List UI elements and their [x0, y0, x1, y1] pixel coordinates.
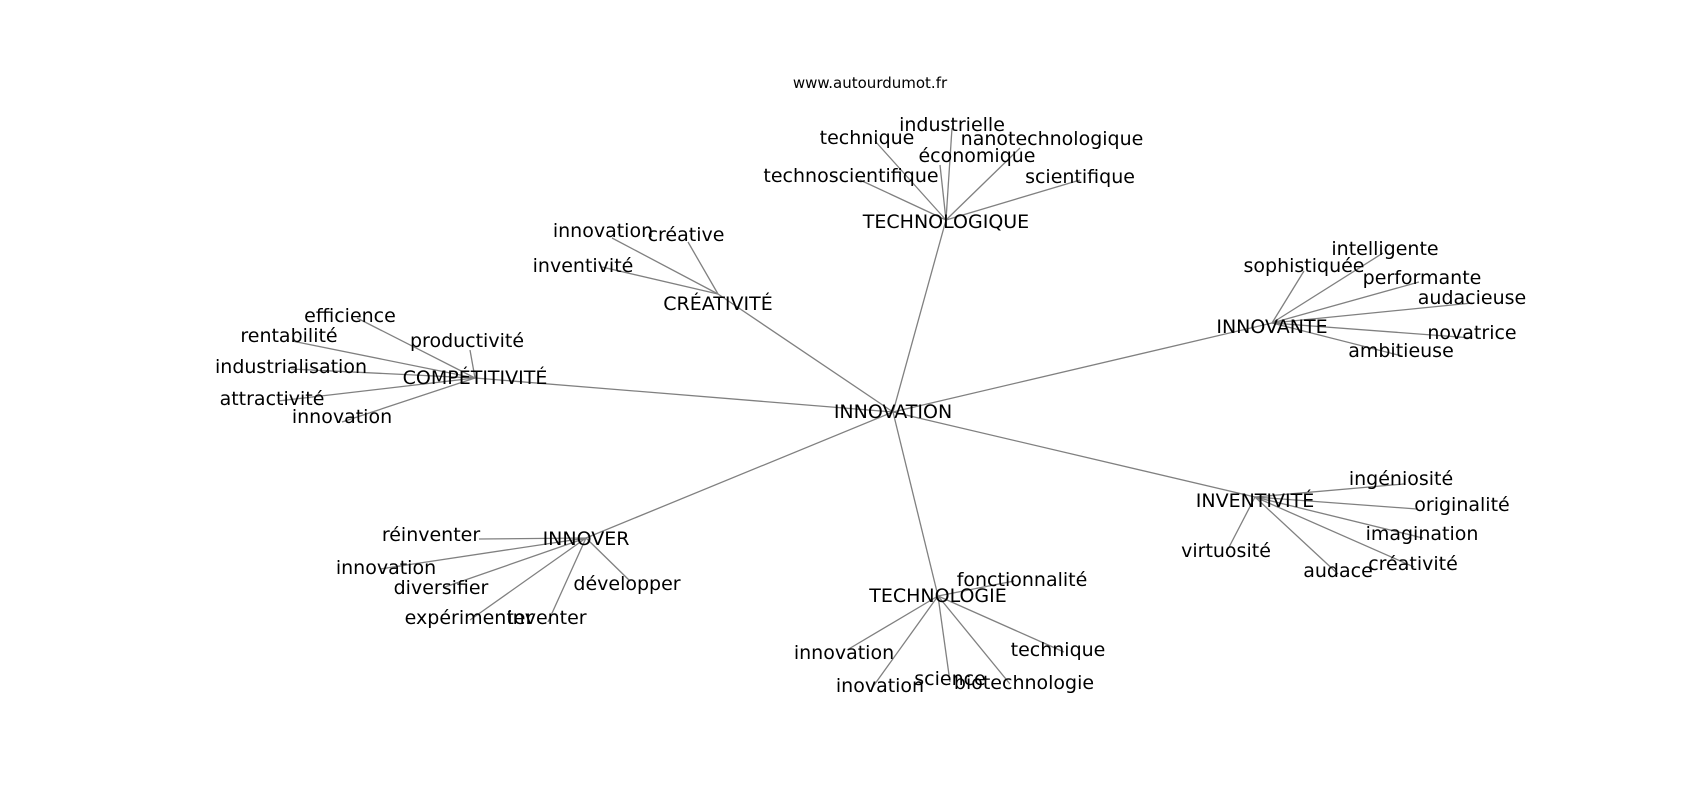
word-node-creativite-1[interactable]: créative — [648, 224, 725, 246]
edge-technologie-3 — [871, 595, 939, 689]
word-node-inventivite-0[interactable]: ingéniosité — [1349, 468, 1453, 490]
word-node-innovante-2[interactable]: performante — [1363, 267, 1482, 289]
edge-creativite-0 — [611, 237, 719, 295]
word-node-innover-4[interactable]: expérimenter — [405, 607, 534, 629]
word-node-inventivite-5[interactable]: audace — [1303, 560, 1373, 582]
word-node-innovante-0[interactable]: intelligente — [1331, 238, 1438, 260]
edge-hub-competitivite — [474, 377, 894, 413]
word-node-technologie-2[interactable]: technique — [1011, 639, 1106, 661]
edge-technologique-4 — [859, 179, 947, 221]
edge-technologique-5 — [945, 179, 1081, 221]
word-node-innover-3[interactable]: développer — [573, 573, 680, 595]
word-node-innovante-3[interactable]: audacieuse — [1418, 287, 1526, 309]
edge-innovante-2 — [1271, 281, 1420, 324]
word-node-innovante-5[interactable]: ambitieuse — [1348, 340, 1454, 362]
hub-node-label[interactable]: INNOVATION — [834, 401, 952, 423]
edge-innovante-4 — [1271, 322, 1473, 339]
word-node-technologique-0[interactable]: industrielle — [899, 114, 1005, 136]
edge-technologie-1 — [846, 595, 939, 651]
group-node-innovante[interactable]: INNOVANTE — [1216, 316, 1327, 338]
edge-inventivite-1 — [1254, 496, 1418, 510]
edge-creativite-2 — [601, 266, 719, 295]
word-node-technologie-4[interactable]: science — [914, 668, 986, 690]
edge-technologie-2 — [937, 595, 1065, 653]
word-node-technologique-2[interactable]: nanotechnologique — [961, 128, 1144, 150]
edge-technologique-3 — [939, 164, 947, 221]
word-node-technologie-0[interactable]: fonctionnalité — [957, 569, 1088, 591]
word-node-creativite-0[interactable]: innovation — [553, 220, 653, 242]
edge-innovante-3 — [1271, 302, 1473, 324]
group-node-technologique[interactable]: TECHNOLOGIQUE — [862, 211, 1029, 233]
edge-technologique-1 — [874, 140, 947, 221]
word-node-inventivite-3[interactable]: virtuosité — [1181, 540, 1271, 562]
edge-hub-innovante — [892, 322, 1273, 413]
word-node-competitivite-0[interactable]: efficience — [304, 305, 396, 327]
word-node-innover-2[interactable]: diversifier — [394, 577, 489, 599]
edge-innover-1 — [379, 537, 587, 570]
edge-competitivite-5 — [341, 377, 476, 423]
word-node-innover-5[interactable]: inventer — [507, 607, 586, 629]
site-label: www.autourdumot.fr — [793, 74, 948, 92]
word-node-technologie-5[interactable]: biotechnologie — [954, 672, 1094, 694]
edge-hub-creativite — [717, 293, 894, 413]
edge-competitivite-0 — [356, 317, 476, 379]
edge-creativite-1 — [687, 241, 719, 295]
edge-innovante-1 — [1271, 270, 1305, 324]
word-node-competitivite-1[interactable]: rentabilité — [240, 325, 337, 347]
word-node-competitivite-4[interactable]: attractivité — [220, 388, 325, 410]
edge-innovante-0 — [1271, 252, 1384, 324]
edge-competitivite-4 — [277, 377, 476, 402]
word-node-competitivite-5[interactable]: innovation — [292, 406, 392, 428]
edge-technologie-0 — [937, 580, 1015, 597]
edge-innover-4 — [469, 537, 587, 621]
word-node-technologique-5[interactable]: scientifique — [1025, 166, 1135, 188]
word-node-inventivite-1[interactable]: originalité — [1414, 494, 1509, 516]
word-node-technologie-1[interactable]: innovation — [794, 642, 894, 664]
word-node-technologie-3[interactable]: inovation — [836, 675, 924, 697]
edge-competitivite-1 — [291, 340, 476, 379]
word-node-creativite-2[interactable]: inventivité — [533, 255, 634, 277]
edge-innover-0 — [478, 537, 587, 540]
edge-innovante-5 — [1271, 322, 1403, 357]
edge-hub-technologie — [892, 411, 939, 597]
edge-innover-3 — [585, 537, 631, 582]
group-node-technologie[interactable]: TECHNOLOGIE — [868, 585, 1007, 607]
edge-innover-2 — [444, 537, 587, 588]
word-node-technologique-3[interactable]: économique — [918, 145, 1035, 167]
edge-competitivite-3 — [290, 368, 476, 379]
edge-hub-inventivite — [892, 411, 1256, 498]
word-node-innover-1[interactable]: innovation — [336, 557, 436, 579]
edge-technologique-2 — [945, 147, 1021, 221]
group-node-inventivite[interactable]: INVENTIVITÉ — [1196, 489, 1314, 512]
edges — [277, 127, 1473, 689]
word-node-inventivite-4[interactable]: créativité — [1368, 553, 1458, 575]
edge-technologie-4 — [937, 595, 951, 683]
word-node-competitivite-2[interactable]: productivité — [410, 330, 524, 352]
word-node-innovante-4[interactable]: novatrice — [1427, 322, 1516, 344]
edge-inventivite-3 — [1225, 496, 1256, 554]
group-node-innover[interactable]: INNOVER — [543, 528, 630, 550]
edge-hub-technologique — [892, 219, 947, 413]
edge-technologique-0 — [945, 127, 953, 221]
edge-inventivite-0 — [1254, 483, 1405, 498]
edge-technologie-5 — [937, 595, 1011, 685]
word-node-innovante-1[interactable]: sophistiquée — [1243, 255, 1364, 277]
word-node-inventivite-2[interactable]: imagination — [1366, 523, 1479, 545]
word-node-technologique-1[interactable]: technique — [820, 127, 915, 149]
edge-inventivite-5 — [1254, 496, 1339, 575]
edge-hub-innover — [585, 411, 894, 539]
word-node-competitivite-3[interactable]: industrialisation — [215, 356, 367, 378]
word-node-technologique-4[interactable]: technoscientifique — [763, 165, 938, 187]
edge-innover-5 — [547, 537, 587, 623]
edge-inventivite-2 — [1254, 496, 1424, 539]
edge-competitivite-2 — [469, 349, 476, 379]
edge-inventivite-4 — [1254, 496, 1415, 568]
word-node-innover-0[interactable]: réinventer — [382, 524, 481, 546]
labels: INNOVATIONTECHNOLOGIQUEindustrielletechn… — [215, 114, 1526, 697]
group-node-competitivite[interactable]: COMPÉTITIVITÉ — [403, 366, 548, 389]
group-node-creativite[interactable]: CRÉATIVITÉ — [663, 292, 772, 315]
